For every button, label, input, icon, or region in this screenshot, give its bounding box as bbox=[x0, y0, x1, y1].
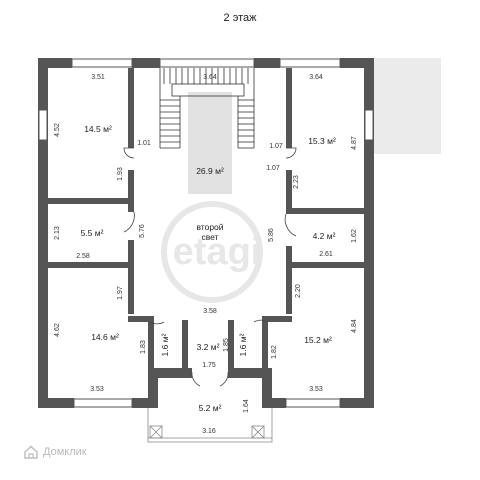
dim: 1.64 bbox=[243, 399, 250, 413]
dim: 2.61 bbox=[319, 251, 333, 258]
area-balcony: 5.2 м² bbox=[199, 403, 222, 413]
dim: 3.51 bbox=[91, 74, 105, 81]
stairs bbox=[159, 68, 255, 149]
dim: 4.62 bbox=[54, 323, 61, 337]
dim: 2.13 bbox=[54, 226, 61, 240]
house-icon bbox=[24, 445, 38, 459]
walls bbox=[38, 58, 374, 408]
dim: 3.58 bbox=[203, 308, 217, 315]
dim: 1.82 bbox=[271, 345, 278, 359]
watermark-text: etagi bbox=[173, 231, 262, 273]
dim: 2.20 bbox=[295, 284, 302, 298]
dim: 3.64 bbox=[203, 74, 217, 81]
area-closet-right: 1.6 м² bbox=[238, 333, 248, 356]
area-corridor-bottom: 3.2 м² bbox=[197, 342, 220, 352]
dim: 4.87 bbox=[351, 136, 358, 150]
stair-void-area bbox=[188, 92, 232, 194]
dim: 1.97 bbox=[117, 286, 124, 300]
dim: 4.84 bbox=[351, 319, 358, 333]
terrace-area bbox=[373, 58, 441, 154]
dim: 5.76 bbox=[139, 224, 146, 238]
void-label-line2: свет bbox=[201, 232, 218, 242]
dimension-labels: 3.51 3.64 3.64 4.52 1.01 1.07 4.87 1.07 … bbox=[54, 74, 358, 435]
dim: 2.58 bbox=[76, 253, 90, 260]
dim: 1.85 bbox=[223, 338, 230, 352]
floor-title: 2 этаж bbox=[223, 12, 257, 24]
area-room-bottom-right: 15.2 м² bbox=[304, 335, 332, 345]
area-room-mid-right: 4.2 м² bbox=[313, 231, 336, 241]
watermark-logo: etagi bbox=[161, 201, 263, 303]
balcony-railing bbox=[147, 408, 273, 443]
area-room-top-left: 14.5 м² bbox=[84, 124, 112, 134]
doors bbox=[123, 147, 297, 387]
dim: 1.01 bbox=[137, 140, 151, 147]
brand-name: Домклик bbox=[43, 446, 87, 458]
dim: 3.53 bbox=[90, 386, 104, 393]
void-label-line1: второй bbox=[196, 222, 223, 232]
dim: 1.62 bbox=[351, 229, 358, 243]
dim: 3.53 bbox=[309, 386, 323, 393]
area-room-top-right: 15.3 м² bbox=[308, 136, 336, 146]
brand-watermark: Домклик bbox=[24, 445, 87, 459]
area-room-mid-left: 5.5 м² bbox=[81, 228, 104, 238]
area-room-bottom-left: 14.6 м² bbox=[91, 332, 119, 342]
area-closet-left: 1.6 м² bbox=[160, 333, 170, 356]
dim: 3.64 bbox=[309, 74, 323, 81]
dim: 3.16 bbox=[202, 428, 216, 435]
dim: 2.23 bbox=[293, 175, 300, 189]
dim: 1.75 bbox=[202, 362, 216, 369]
area-labels: 14.5 м² 15.3 м² 26.9 м² 5.5 м² 4.2 м² 14… bbox=[81, 124, 336, 413]
dim: 1.83 bbox=[140, 340, 147, 354]
windows bbox=[38, 58, 374, 408]
dim: 1.07 bbox=[269, 143, 283, 150]
dim: 5.86 bbox=[268, 228, 275, 242]
area-stair-void: 26.9 м² bbox=[196, 166, 224, 176]
dim: 1.07 bbox=[266, 165, 280, 172]
dim: 4.52 bbox=[54, 123, 61, 137]
dim: 1.93 bbox=[117, 167, 124, 181]
